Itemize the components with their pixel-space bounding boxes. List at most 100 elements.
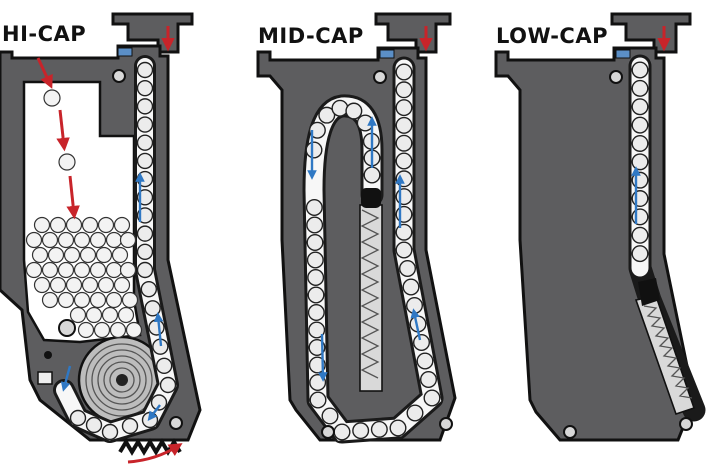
- ball: [136, 116, 154, 133]
- ball: [352, 422, 370, 440]
- ball: [140, 280, 158, 298]
- ball: [33, 216, 51, 234]
- ball: [345, 102, 363, 120]
- ball: [97, 276, 115, 294]
- mid-cap-screw: [439, 417, 453, 431]
- ball: [305, 198, 323, 216]
- ball: [406, 297, 424, 315]
- ball: [105, 261, 123, 279]
- ball: [119, 261, 137, 279]
- ball: [309, 391, 327, 409]
- ball: [395, 152, 413, 170]
- ball: [136, 79, 154, 97]
- ball: [631, 98, 649, 116]
- ball: [111, 246, 129, 264]
- hi-cap-wind-arrow: [127, 443, 183, 464]
- ball: [105, 291, 123, 309]
- mid-cap-screw: [373, 70, 387, 84]
- mid-cap-track-balls: [305, 63, 441, 441]
- ball: [136, 134, 154, 151]
- ball: [73, 261, 91, 279]
- ball: [25, 231, 43, 249]
- mid-cap-feed-lip: [374, 12, 452, 54]
- ball: [144, 300, 161, 317]
- ball: [136, 98, 154, 115]
- ball: [395, 134, 413, 152]
- low-cap-feed-lip: [610, 12, 692, 54]
- ball: [402, 278, 420, 296]
- ball: [109, 321, 127, 339]
- ball: [318, 106, 336, 124]
- ball: [420, 371, 438, 389]
- ball: [395, 116, 413, 134]
- ball: [631, 79, 649, 97]
- ball: [121, 291, 139, 309]
- ball: [49, 216, 67, 234]
- ball: [155, 357, 173, 375]
- ball: [136, 261, 154, 279]
- ball: [121, 417, 139, 435]
- ball: [395, 241, 413, 259]
- ball: [125, 321, 143, 339]
- ball: [117, 306, 135, 324]
- low-cap-screw: [563, 425, 577, 439]
- ball: [136, 152, 154, 170]
- ball: [69, 306, 87, 324]
- ball: [85, 416, 103, 434]
- ball: [395, 170, 413, 188]
- ball: [79, 246, 97, 264]
- ball: [89, 261, 107, 279]
- ball: [65, 276, 83, 294]
- ball: [321, 407, 339, 425]
- ball: [395, 81, 413, 99]
- ball: [57, 261, 75, 279]
- ball: [631, 61, 649, 79]
- ball: [395, 99, 413, 117]
- ball: [631, 171, 649, 189]
- ball: [331, 99, 349, 117]
- ball: [389, 419, 407, 437]
- hi-cap-fall-arrow: [56, 109, 70, 152]
- ball: [413, 334, 431, 352]
- ball: [308, 321, 326, 339]
- ball: [307, 286, 325, 304]
- ball: [95, 246, 113, 264]
- ball: [306, 233, 324, 251]
- ball: [406, 404, 424, 422]
- ball: [308, 339, 326, 357]
- ball: [57, 291, 75, 309]
- ball: [370, 420, 388, 438]
- ball: [136, 189, 154, 206]
- hi-cap-screw: [169, 416, 183, 430]
- ball: [356, 114, 374, 132]
- ball: [416, 352, 434, 370]
- ball: [136, 61, 154, 79]
- mid-cap-title: MID-CAP: [258, 24, 364, 48]
- ball: [395, 188, 413, 206]
- ball: [307, 269, 325, 287]
- low-cap-follower: [638, 278, 660, 306]
- ball: [306, 251, 324, 269]
- mid-cap-panel: MID-CAP: [256, 12, 457, 444]
- ball: [49, 276, 67, 294]
- ball: [308, 121, 326, 139]
- ball: [631, 208, 649, 226]
- ball: [363, 166, 381, 184]
- ball: [47, 246, 65, 264]
- ball: [306, 216, 324, 234]
- hi-cap-screw: [112, 69, 126, 83]
- ball: [141, 411, 159, 429]
- ball: [89, 291, 107, 309]
- low-cap-panel: LOW-CAP: [494, 12, 706, 442]
- ball: [399, 260, 417, 278]
- ball: [631, 134, 649, 152]
- hi-cap-pin: [44, 351, 52, 359]
- ball: [333, 423, 351, 441]
- ball: [307, 304, 325, 322]
- ball: [423, 389, 441, 407]
- ball: [113, 276, 131, 294]
- mid-cap-spring: [360, 209, 380, 379]
- ball: [65, 216, 83, 234]
- mid-cap-flow-arrow: [318, 333, 328, 382]
